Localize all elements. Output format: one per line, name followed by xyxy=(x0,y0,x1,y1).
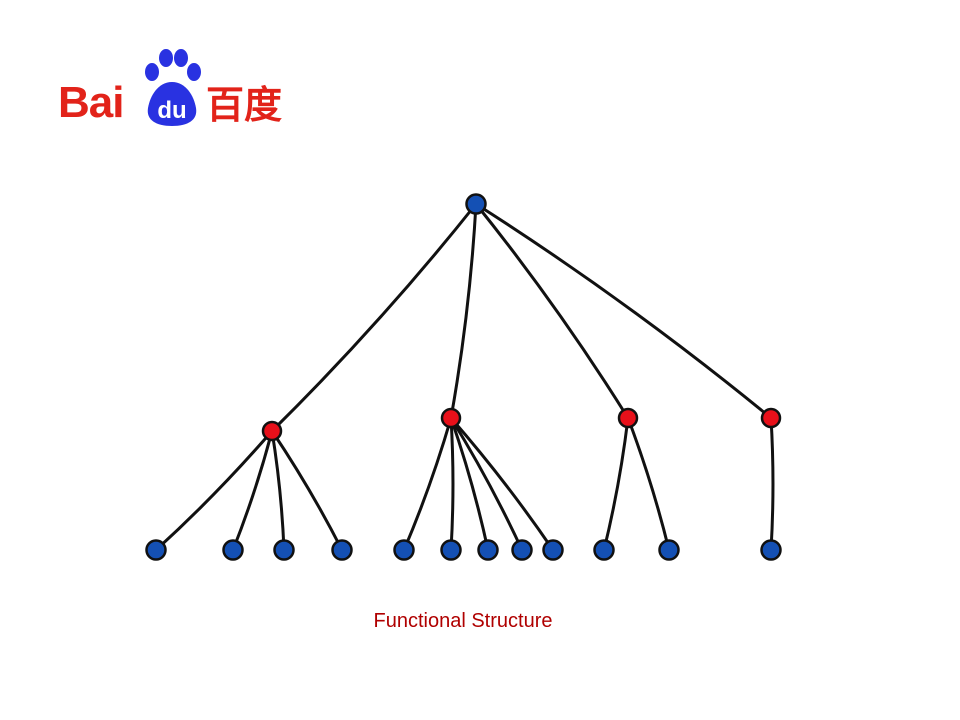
tree-edge xyxy=(231,429,274,552)
baidu-logo: Bai du 百度 xyxy=(56,48,288,132)
tree-edge xyxy=(449,416,455,552)
tree-edge xyxy=(402,416,453,552)
leaf-node xyxy=(760,539,782,561)
tree-edge xyxy=(474,202,630,420)
tree-edge xyxy=(449,416,524,552)
leaf-node xyxy=(511,539,533,561)
paw-icon xyxy=(145,49,201,126)
tree-edge xyxy=(449,202,478,420)
tree-edge xyxy=(474,202,773,420)
tree-edge xyxy=(270,429,286,552)
logo-text-du: du xyxy=(157,97,187,124)
root-node xyxy=(465,193,487,215)
tree-nodes xyxy=(145,193,782,561)
tree-edge xyxy=(449,416,490,552)
tree-edge xyxy=(769,416,775,552)
leaf-node xyxy=(440,539,462,561)
middle-node xyxy=(760,407,782,429)
tree-edge xyxy=(154,429,274,552)
leaf-node xyxy=(593,539,615,561)
tree-edge xyxy=(602,416,630,552)
leaf-node xyxy=(658,539,680,561)
tree-edges xyxy=(154,202,775,552)
diagram-caption: Functional Structure xyxy=(373,610,553,632)
logo-text-chinese: 百度 xyxy=(206,83,283,127)
tree-edge xyxy=(270,202,478,433)
leaf-node xyxy=(273,539,295,561)
leaf-node xyxy=(393,539,415,561)
middle-node xyxy=(440,407,462,429)
middle-node xyxy=(261,420,283,442)
tree-edge xyxy=(270,429,344,552)
leaf-node xyxy=(477,539,499,561)
leaf-node xyxy=(331,539,353,561)
leaf-node xyxy=(145,539,167,561)
logo-text-bai: Bai xyxy=(58,78,124,127)
leaf-node xyxy=(222,539,244,561)
tree-edge xyxy=(626,416,671,552)
middle-node xyxy=(617,407,639,429)
leaf-node xyxy=(542,539,564,561)
tree-edge xyxy=(449,416,555,552)
